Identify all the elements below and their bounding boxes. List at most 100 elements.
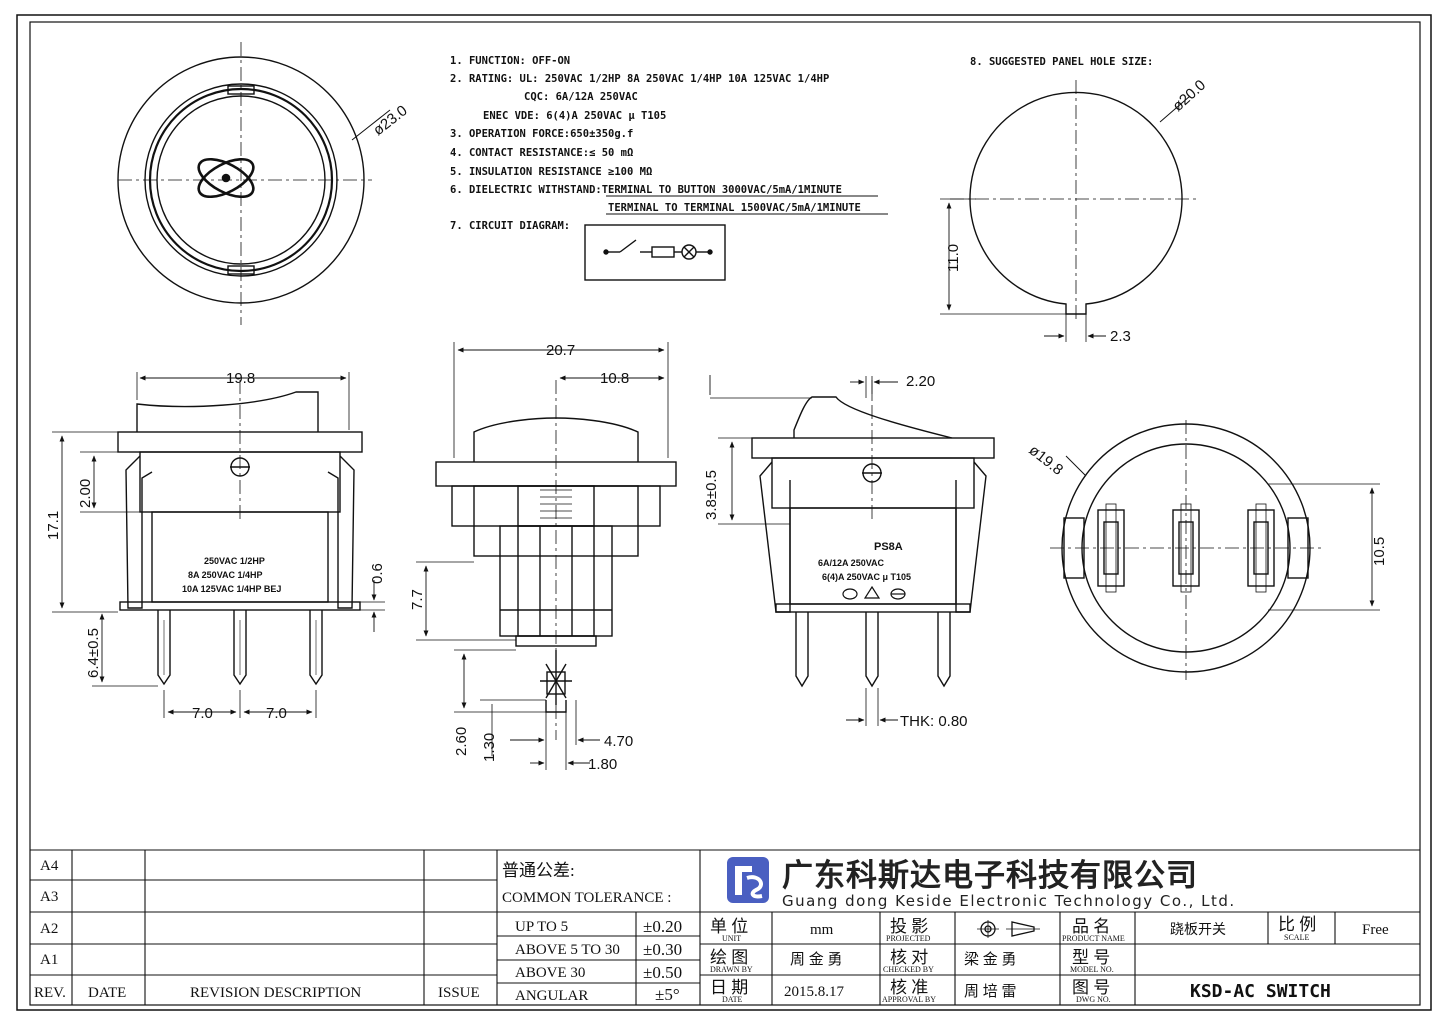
tolerance-title-en: COMMON TOLERANCE :	[502, 890, 671, 906]
front-marking-3: 10A 125VAC 1/4HP BEJ	[182, 584, 281, 594]
dim-hole-height: 11.0	[945, 244, 962, 272]
rear-view	[709, 375, 995, 726]
projected-label-cn: 投 影	[890, 917, 928, 936]
unit-label-cn: 单 位	[710, 917, 748, 936]
light-icon	[197, 157, 255, 199]
circuit-diagram	[584, 224, 726, 281]
note-rating-ul: 2. RATING: UL: 250VAC 1/2HP 8A 250VAC 1/…	[450, 73, 829, 85]
product-name-label-en: PRODUCT NAME	[1062, 934, 1125, 943]
date-label-en: DATE	[722, 995, 743, 1004]
dim-pin-width: 4.70	[604, 733, 633, 750]
rev-header-date: DATE	[88, 985, 126, 1001]
rear-marking-1: 6A/12A 250VAC	[818, 558, 885, 568]
dim-pitch-1: 7.0	[192, 705, 213, 722]
date-value: 2015.8.17	[784, 984, 845, 1000]
dim-thickness: THK: 0.80	[900, 713, 968, 730]
front-marking-2: 8A 250VAC 1/4HP	[188, 570, 263, 580]
note-dielectric-2: TERMINAL TO TERMINAL 1500VAC/5mA/1MINUTE	[608, 202, 861, 214]
dim-rear-height: 3.8±0.5	[703, 470, 720, 520]
product-name-value: 跷板开关	[1170, 921, 1226, 938]
tolerance-range-2: ABOVE 5 TO 30	[515, 942, 620, 958]
approval-label-en: APPROVAL BY	[882, 995, 936, 1004]
date-label-cn: 日 期	[710, 978, 748, 997]
note-rating-cqc: CQC: 6A/12A 250VAC	[524, 91, 638, 103]
company-name-cn: 广东科斯达电子科技有限公司	[782, 858, 1198, 894]
drawn-label-cn: 绘 图	[710, 948, 748, 967]
note-contact-resistance: 4. CONTACT RESISTANCE:≤ 50 mΩ	[450, 147, 633, 159]
inner-frame	[29, 21, 1421, 1006]
bottom-view	[1050, 420, 1380, 680]
rev-header-desc: REVISION DESCRIPTION	[190, 985, 361, 1001]
dim-bottom-span: 10.5	[1371, 537, 1388, 566]
terminal-tip	[540, 650, 572, 705]
top-view	[117, 42, 391, 325]
rev-row-a3: A3	[40, 889, 58, 905]
tolerance-value-1: ±0.20	[643, 917, 682, 936]
front-view	[52, 372, 385, 718]
projection-symbol	[977, 920, 1040, 938]
note-operation-force: 3. OPERATION FORCE:650±350g.f	[450, 128, 633, 140]
dim-top-dia: ø23.0	[370, 102, 411, 139]
dim-hole-dia: ø20.0	[1169, 77, 1209, 115]
company-name-en: Guang dong Keside Electronic Technology …	[782, 892, 1236, 910]
rev-row-a2: A2	[40, 921, 58, 937]
note-function: 1. FUNCTION: OFF-ON	[450, 55, 570, 67]
unit-value: mm	[810, 922, 834, 938]
dim-pitch-2: 7.0	[266, 705, 287, 722]
dim-pin-tip: 1.30	[481, 733, 498, 762]
rev-header-rev: REV.	[34, 985, 66, 1001]
tolerance-range-1: UP TO 5	[515, 919, 568, 935]
unit-label-en: UNIT	[722, 934, 741, 943]
front-marking-1: 250VAC 1/2HP	[204, 556, 265, 566]
dim-front-pin: 6.4±0.5	[85, 628, 102, 678]
tolerance-value-4: ±5°	[655, 985, 680, 1004]
dim-front-body: 2.00	[77, 479, 94, 508]
note-circuit-diagram: 7. CIRCUIT DIAGRAM:	[450, 220, 570, 232]
checked-label-en: CHECKED BY	[883, 965, 934, 974]
model-label-en: MODEL NO.	[1070, 965, 1114, 974]
terminals	[1097, 503, 1275, 593]
rev-row-a1: A1	[40, 952, 58, 968]
tolerance-range-4: ANGULAR	[515, 988, 588, 1004]
scale-label-en: SCALE	[1284, 933, 1309, 942]
outer-frame	[16, 14, 1432, 1011]
rev-row-a4: A4	[40, 858, 59, 874]
tolerance-value-2: ±0.30	[643, 940, 682, 959]
approval-value: 周 培 雷	[964, 983, 1017, 1000]
model-label-cn: 型 号	[1072, 948, 1110, 967]
drawn-value: 周 金 勇	[790, 951, 843, 968]
rear-marking-2: 6(4)A 250VAC μ T105	[822, 572, 911, 582]
dim-side-body: 7.7	[409, 589, 426, 610]
note-dielectric-1: 6. DIELECTRIC WITHSTAND:TERMINAL TO BUTT…	[450, 184, 842, 196]
scale-label-cn: 比 例	[1278, 915, 1316, 934]
cert-marks	[842, 585, 906, 600]
dim-side-half: 10.8	[600, 370, 629, 387]
drawing-no-value: KSD-AC SWITCH	[1190, 981, 1331, 1002]
dim-front-width: 19.8	[226, 370, 255, 387]
scale-value: Free	[1362, 922, 1389, 938]
rev-header-issue: ISSUE	[438, 985, 480, 1001]
product-name-label-cn: 品 名	[1072, 917, 1110, 936]
dim-side-width: 20.7	[546, 342, 575, 359]
dim-front-flange: 0.6	[369, 563, 386, 584]
dim-rear-offset: 2.20	[906, 373, 935, 390]
panel-hole-view	[940, 80, 1200, 342]
dim-bottom-dia: ø19.8	[1026, 442, 1067, 479]
dim-pin-len: 2.60	[453, 727, 470, 756]
note-rating-enec: ENEC VDE: 6(4)A 250VAC μ T105	[483, 110, 666, 122]
dim-front-height: 17.1	[45, 511, 62, 540]
drawing-no-label-cn: 图 号	[1072, 978, 1110, 997]
checked-value: 梁 金 勇	[964, 951, 1017, 968]
approval-label-cn: 核 准	[890, 978, 928, 997]
title-block-grid	[30, 849, 1420, 1005]
note-panel-hole: 8. SUGGESTED PANEL HOLE SIZE:	[970, 56, 1153, 68]
dim-pin-thk: 1.80	[588, 756, 617, 773]
side-view	[416, 342, 677, 770]
dim-hole-key: 2.3	[1110, 328, 1131, 345]
tolerance-title-cn: 普通公差:	[502, 861, 575, 880]
company-logo	[727, 857, 769, 903]
rear-model: PS8A	[874, 541, 903, 553]
tolerance-range-3: ABOVE 30	[515, 965, 585, 981]
projected-label-en: PROJECTED	[886, 934, 931, 943]
